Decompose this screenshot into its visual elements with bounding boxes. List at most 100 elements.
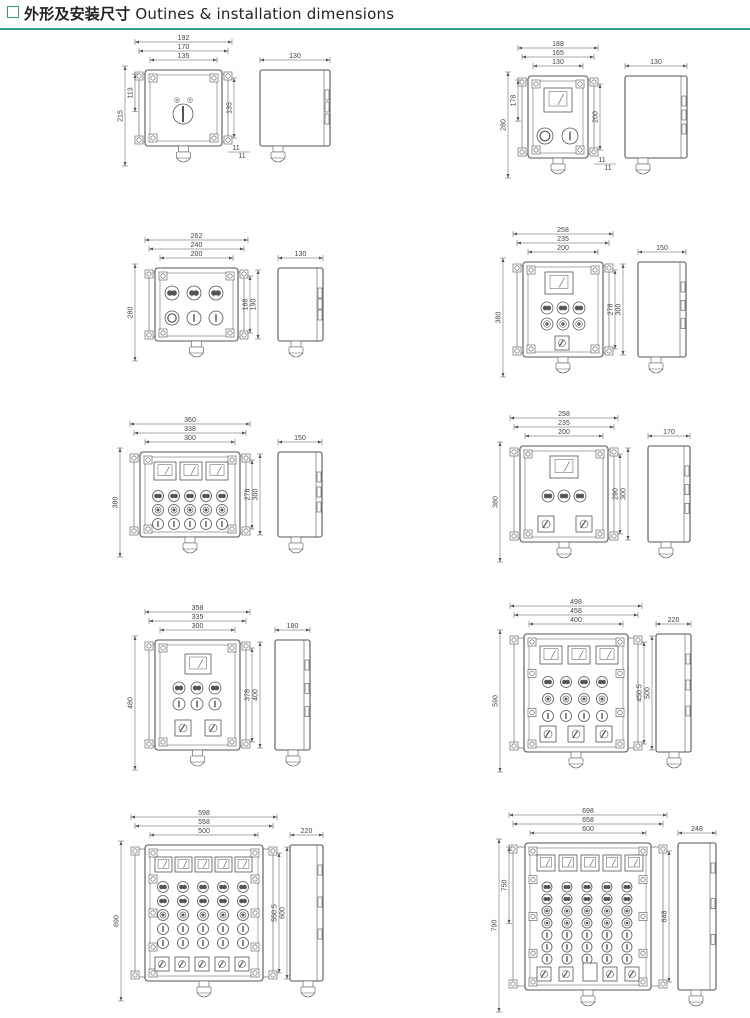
- mounting-bolt-icon: [528, 948, 538, 958]
- mounting-bolt-icon: [609, 531, 619, 541]
- switch-handle-icon: [572, 730, 579, 739]
- cable-gland-icon: [192, 749, 203, 757]
- indicator-lamp-icon: [625, 921, 629, 925]
- bolt-hole-icon: [243, 741, 249, 747]
- bolt-hole-icon: [591, 149, 597, 155]
- cable-gland-icon: [650, 356, 662, 364]
- bolt-hole-icon: [528, 346, 534, 352]
- mounting-bolt-icon: [615, 637, 625, 647]
- checkbox-square-icon: [7, 6, 19, 18]
- meter-needle-icon: [578, 650, 584, 659]
- bolt-hole-icon: [519, 149, 525, 155]
- bolt-hole-icon: [530, 848, 536, 854]
- mounting-bolt-icon: [209, 133, 219, 143]
- cable-gland-nut-icon: [190, 755, 205, 763]
- meter-dial-icon: [177, 859, 190, 869]
- cable-gland-seal-icon: [556, 553, 572, 559]
- selector-icon: [222, 898, 227, 904]
- cable-gland-seal-icon: [182, 548, 198, 554]
- mounting-bolt-icon: [250, 874, 260, 884]
- indicator-lamp-icon: [605, 909, 609, 913]
- switch-handle-icon: [540, 970, 546, 978]
- bolt-hole-icon: [533, 81, 539, 87]
- indicator-lamp-icon: [545, 921, 549, 925]
- dimension-label: 130: [552, 59, 564, 66]
- bolt-hole-icon: [225, 73, 231, 79]
- selector-icon: [583, 679, 588, 685]
- dimension-label: 480: [128, 697, 135, 709]
- selector-icon: [578, 305, 584, 311]
- dimension-label: 790: [492, 920, 499, 932]
- cable-gland-icon: [287, 749, 299, 757]
- cable-gland-nut-icon: [556, 547, 572, 555]
- indicator-lamp-icon: [170, 506, 178, 514]
- dimension-arrow-icon: [275, 628, 310, 632]
- bolt-hole-icon: [252, 944, 258, 950]
- mounting-bolt-icon: [526, 265, 536, 275]
- indicator-lamp-icon: [159, 911, 167, 919]
- bolt-hole-icon: [606, 348, 612, 354]
- dimension-label: 200: [593, 111, 600, 123]
- mounting-bolt-icon: [509, 741, 519, 751]
- bolt-hole-icon: [597, 451, 603, 457]
- side-button-icon: [680, 281, 686, 293]
- cable-gland-nut-icon: [648, 362, 664, 370]
- selector-icon: [562, 305, 568, 311]
- bolt-hole-icon: [252, 970, 258, 976]
- dimension-label: 750: [502, 879, 509, 891]
- indicator-lamp-icon: [239, 911, 247, 919]
- bolt-hole-icon: [146, 332, 152, 338]
- selector-icon: [202, 884, 207, 890]
- switch-knob-icon: [198, 960, 206, 968]
- side-button-icon: [684, 503, 690, 514]
- meter-needle-icon: [611, 858, 616, 867]
- indicator-lamp-icon: [543, 907, 551, 915]
- bolt-hole-icon: [136, 73, 142, 79]
- bolt-hole-icon: [160, 645, 166, 651]
- selector-icon: [626, 884, 631, 890]
- header-divider: [0, 28, 750, 30]
- mounting-bolt-icon: [604, 263, 614, 273]
- indicator-lamp-icon: [580, 695, 588, 703]
- mounting-bolt-icon: [526, 344, 536, 354]
- selector-icon: [546, 896, 551, 902]
- bolt-hole-icon: [146, 741, 152, 747]
- mounting-bolt-icon: [158, 328, 168, 338]
- mounting-bolt-icon: [527, 739, 537, 749]
- switch-handle-icon: [238, 960, 244, 968]
- enclosure-cover: [144, 456, 236, 533]
- enclosure-side: [277, 267, 324, 342]
- mounting-bolt-icon: [129, 526, 139, 536]
- enclosure-cover: [524, 450, 604, 538]
- selector-icon: [242, 884, 247, 890]
- selector-icon: [221, 493, 226, 499]
- mounting-bolt-icon: [158, 643, 168, 653]
- mounting-bolt-icon: [508, 844, 518, 854]
- mounting-bolt-icon: [134, 135, 144, 145]
- meter-needle-icon: [203, 860, 208, 868]
- selector-icon: [606, 896, 611, 902]
- bolt-hole-icon: [132, 848, 138, 854]
- indicator-lamp-icon: [623, 907, 631, 915]
- meter-needle-icon: [223, 860, 228, 868]
- bolt-hole-icon: [525, 531, 531, 537]
- bolt-hole-icon: [529, 710, 535, 716]
- meter-dial-icon: [197, 859, 210, 869]
- bolt-hole-icon: [252, 876, 258, 882]
- cable-gland-nut-icon: [182, 542, 198, 550]
- selector-icon: [182, 884, 187, 890]
- cable-gland-nut-icon: [285, 755, 301, 763]
- bolt-hole-icon: [660, 981, 666, 987]
- bolt-hole-icon: [270, 848, 276, 854]
- mounting-bolt-icon: [239, 330, 249, 340]
- mounting-bolt-icon: [227, 737, 237, 747]
- side-button-icon: [316, 486, 322, 498]
- side-button-icon: [317, 287, 323, 299]
- cable-gland-icon: [558, 541, 570, 549]
- indicator-lamp-icon: [562, 695, 570, 703]
- bolt-hole-icon: [131, 528, 137, 534]
- switch-knob-icon: [599, 729, 609, 739]
- selector-icon: [547, 493, 553, 499]
